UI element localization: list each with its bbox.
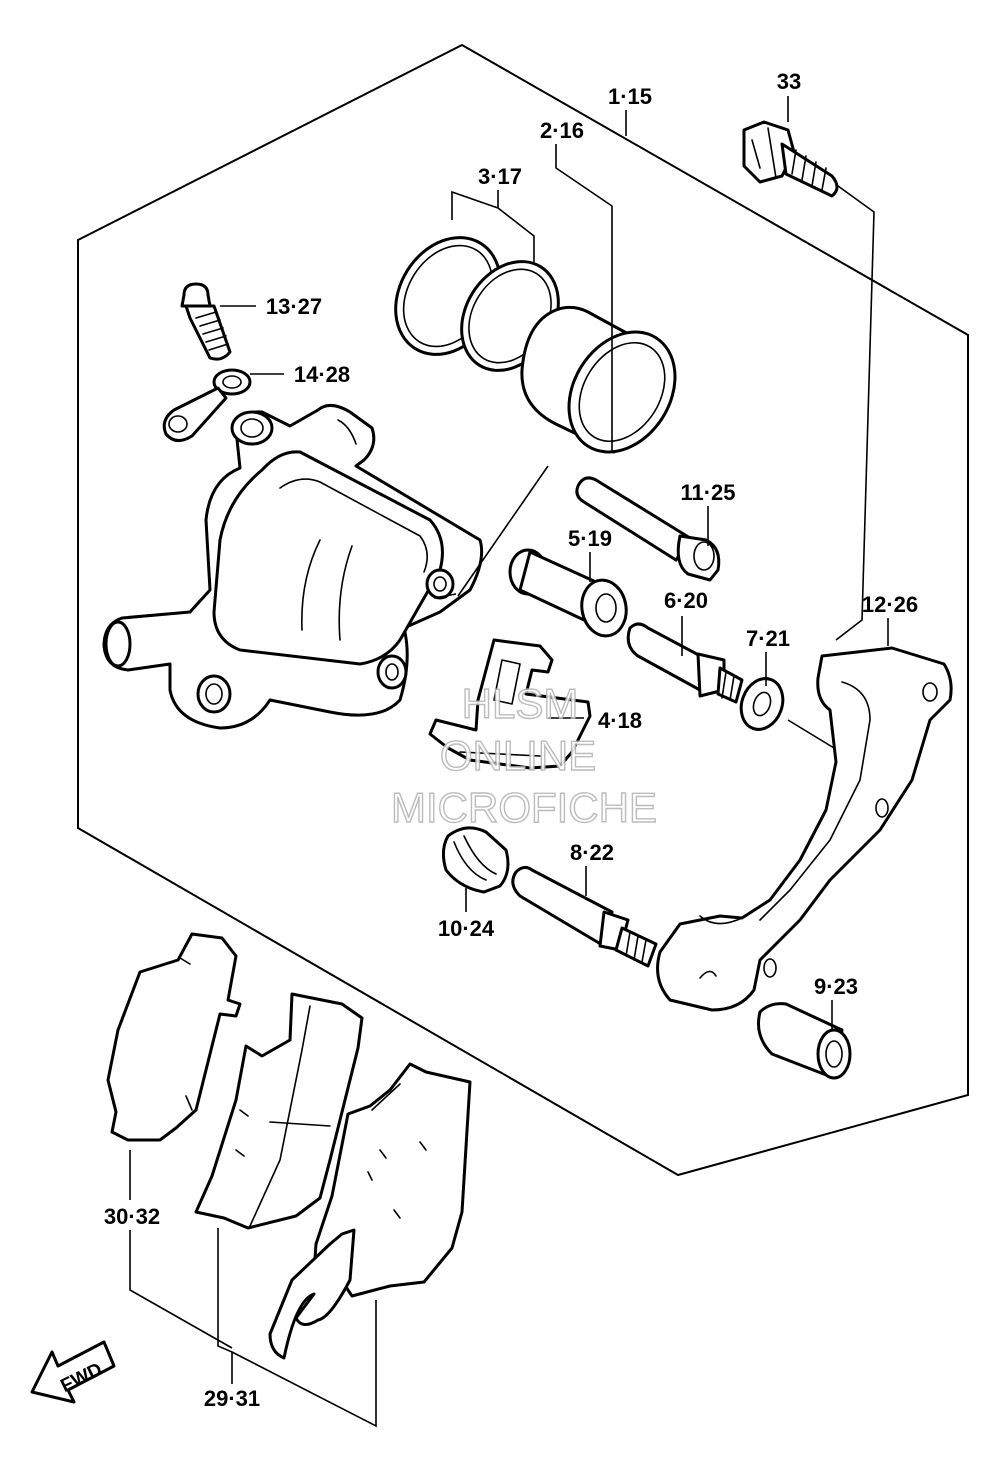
part-bolt-8 (511, 865, 658, 968)
callout-6-20: 6·20 (664, 588, 708, 613)
part-bleeder-screw (180, 282, 232, 361)
callout-10-24: 10·24 (438, 916, 495, 941)
callout-13-27: 13·27 (266, 294, 322, 319)
part-bleeder-cap (162, 368, 252, 442)
callout-14-28: 14·28 (294, 362, 350, 387)
callout-9-23: 9·23 (814, 974, 858, 999)
leader-29-31 (217, 1228, 377, 1428)
part-slide-pin-11 (575, 476, 721, 582)
leader-30-32 (129, 1150, 233, 1349)
leader-caliper-pin (433, 465, 549, 599)
callout-11-25: 11·25 (680, 480, 735, 505)
assembly-frame (77, 43, 969, 1177)
part-spacer (757, 1002, 852, 1080)
part-brake-pad-rear (106, 932, 242, 1142)
part-boot (441, 826, 510, 894)
callout-1-15: 1·15 (608, 84, 652, 109)
part-flange-bolt (742, 120, 839, 198)
part-piston-seals (394, 236, 560, 372)
part-piston (520, 305, 677, 454)
watermark-line-3: MICROFICHE (391, 784, 657, 831)
watermark: HLSM ONLINE MICROFICHE (390, 679, 657, 831)
leader-2-16 (555, 144, 613, 452)
leader-bracket-7 (787, 719, 835, 749)
callout-33: 33 (777, 69, 801, 94)
callout-12-26: 12·26 (862, 592, 918, 617)
fwd-arrow: FWD (30, 1340, 116, 1404)
callout-2-16: 2·16 (540, 118, 584, 143)
callout-5-19: 5·19 (568, 526, 612, 551)
part-pin-bolt (626, 622, 744, 704)
part-brake-pad-front (194, 992, 364, 1230)
callout-labels: 1·15 2·16 3·17 33 13·27 14·28 11·25 5·19… (104, 69, 918, 1411)
part-sleeve (508, 548, 628, 638)
part-pad-spring (428, 638, 592, 770)
callout-4-18: 4·18 (598, 708, 642, 733)
part-washer (739, 677, 785, 731)
callout-7-21: 7·21 (746, 626, 790, 651)
callout-29-31: 29·31 (204, 1386, 260, 1411)
part-caliper-bracket (656, 646, 953, 1012)
part-caliper-body (102, 404, 484, 730)
leader-33 (787, 96, 875, 641)
callout-8-22: 8·22 (570, 840, 614, 865)
callout-30-32: 30·32 (104, 1204, 160, 1229)
watermark-line-1: HLSM (462, 680, 579, 727)
leader-3-17 (451, 190, 535, 262)
callout-3-17: 3·17 (478, 164, 522, 189)
watermark-line-2: ONLINE (440, 732, 596, 779)
part-pad-shim (268, 1062, 472, 1360)
leader-lines (129, 96, 889, 1428)
